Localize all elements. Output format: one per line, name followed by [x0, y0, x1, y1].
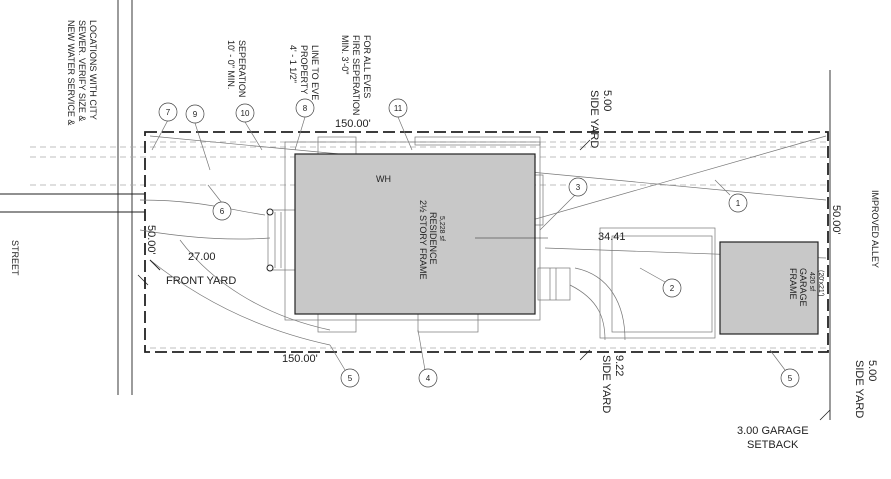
- callout-9: [185, 104, 205, 124]
- fire-sep-note: MIN. 3'-0" FIRE SEPERATION FOR ALL EVES: [340, 35, 372, 115]
- water-note-line-2: SEWER. VERIFY SIZE &: [77, 20, 87, 121]
- side-yard-right: SIDE YARD 5.00: [853, 360, 878, 418]
- dim-rear: 34.41: [598, 231, 626, 243]
- callout-3-label: 3: [576, 183, 581, 192]
- callout-10: [235, 103, 255, 123]
- fire-sep-line-1: MIN. 3'-0": [340, 35, 350, 74]
- side-yard-top-label: SIDE YARD: [588, 90, 600, 148]
- water-note: NEW WATER SERVICE & SEWER. VERIFY SIZE &…: [66, 20, 98, 125]
- water-note-line-3: LOCATIONS WITH CITY: [88, 20, 98, 120]
- rear-entry: [537, 267, 571, 301]
- garage-subtitle: GARAGE: [798, 268, 808, 307]
- min-sep-line-1: 10' - 0" MIN.: [226, 40, 236, 89]
- fire-sep-line-2: FIRE SEPERATION: [351, 35, 361, 115]
- callout-11-label: 11: [394, 104, 403, 113]
- setback-zone: [284, 141, 541, 321]
- prop-line-line-3: LINE TO EVE: [310, 45, 320, 100]
- callout-5-left: [340, 368, 360, 388]
- side-yard-bottom-label: SIDE YARD: [600, 355, 612, 413]
- side-yard-bottom: SIDE YARD 9.22: [600, 355, 625, 413]
- callout-8: [295, 98, 315, 118]
- front-entry: [266, 208, 297, 272]
- residence-title: 2½ STORY FRAME: [418, 200, 428, 280]
- alley-label: IMPROVED ALLEY: [870, 190, 880, 268]
- street-lines: [0, 0, 145, 395]
- garage-setback-line-2: SETBACK: [747, 439, 799, 451]
- water-heater-label: WH: [376, 174, 391, 184]
- callout-11: [388, 98, 408, 118]
- callout-4-label: 4: [426, 374, 431, 383]
- garage-footprint: [719, 241, 819, 335]
- residence-label: 2½ STORY FRAME RESIDENCE 5,228 sf: [418, 200, 445, 280]
- side-yard-bottom-value: 9.22: [613, 355, 625, 376]
- residence-area: 5,228 sf: [438, 216, 445, 241]
- callout-10-label: 10: [241, 109, 250, 118]
- fire-sep-line-3: FOR ALL EVES: [362, 35, 372, 98]
- callouts: 7 9 10 8 11 6 3 1 2 5 4 5: [151, 98, 800, 388]
- callout-2-label: 2: [670, 284, 675, 293]
- driveway: [139, 199, 716, 346]
- garage-setback-line-1: 3.00 GARAGE: [737, 425, 809, 437]
- callout-2: [662, 278, 682, 298]
- dimension-ticks: [137, 139, 831, 421]
- callout-5-right-label: 5: [788, 374, 793, 383]
- front-yard-label: FRONT YARD: [166, 275, 236, 287]
- water-note-line-1: NEW WATER SERVICE &: [66, 20, 76, 125]
- prop-line-line-2: PROPERTY: [299, 45, 309, 94]
- dim-front: 27.00: [188, 251, 216, 263]
- dim-right: 50.00': [830, 205, 842, 235]
- callout-1: [728, 193, 748, 213]
- callout-3: [568, 177, 588, 197]
- residence-subtitle: RESIDENCE: [428, 212, 438, 265]
- garage-title: FRAME: [788, 268, 798, 300]
- min-sep-line-2: SEPERATION: [237, 40, 247, 97]
- callout-6-label: 6: [220, 207, 225, 216]
- callout-6: [212, 201, 232, 221]
- side-yard-top: 5.00 SIDE YARD: [588, 90, 613, 148]
- callout-7-label: 7: [166, 108, 171, 117]
- min-sep-note: 10' - 0" MIN. SEPERATION: [226, 40, 247, 97]
- garage-area: 420 sf: [808, 272, 815, 291]
- garage-setback-note: 3.00 GARAGE SETBACK: [737, 425, 809, 451]
- callout-5-left-label: 5: [348, 374, 353, 383]
- side-yard-right-value: 5.00: [866, 360, 878, 381]
- prop-line-note: 4' - 1 1/2" PROPERTY LINE TO EVE: [288, 45, 320, 100]
- callout-4: [418, 368, 438, 388]
- callout-7: [158, 102, 178, 122]
- dim-left: 50.00': [145, 225, 157, 255]
- side-yard-top-value: 5.00: [601, 90, 613, 111]
- dim-top: 150.00': [335, 118, 371, 130]
- callout-1-label: 1: [736, 199, 741, 208]
- prop-line-line-1: 4' - 1 1/2": [288, 45, 298, 83]
- garage-label: FRAME GARAGE 420 sf (20'x21'): [788, 268, 824, 307]
- callout-9-label: 9: [193, 110, 198, 119]
- callout-5-right: [780, 368, 800, 388]
- dim-bottom: 150.00': [282, 353, 318, 365]
- property-line: [144, 131, 829, 353]
- callout-8-label: 8: [303, 104, 308, 113]
- side-yard-right-label: SIDE YARD: [853, 360, 865, 418]
- street-label: STREET: [10, 240, 20, 276]
- garage-size: (20'x21'): [817, 270, 824, 296]
- residence-footprint: [294, 153, 536, 315]
